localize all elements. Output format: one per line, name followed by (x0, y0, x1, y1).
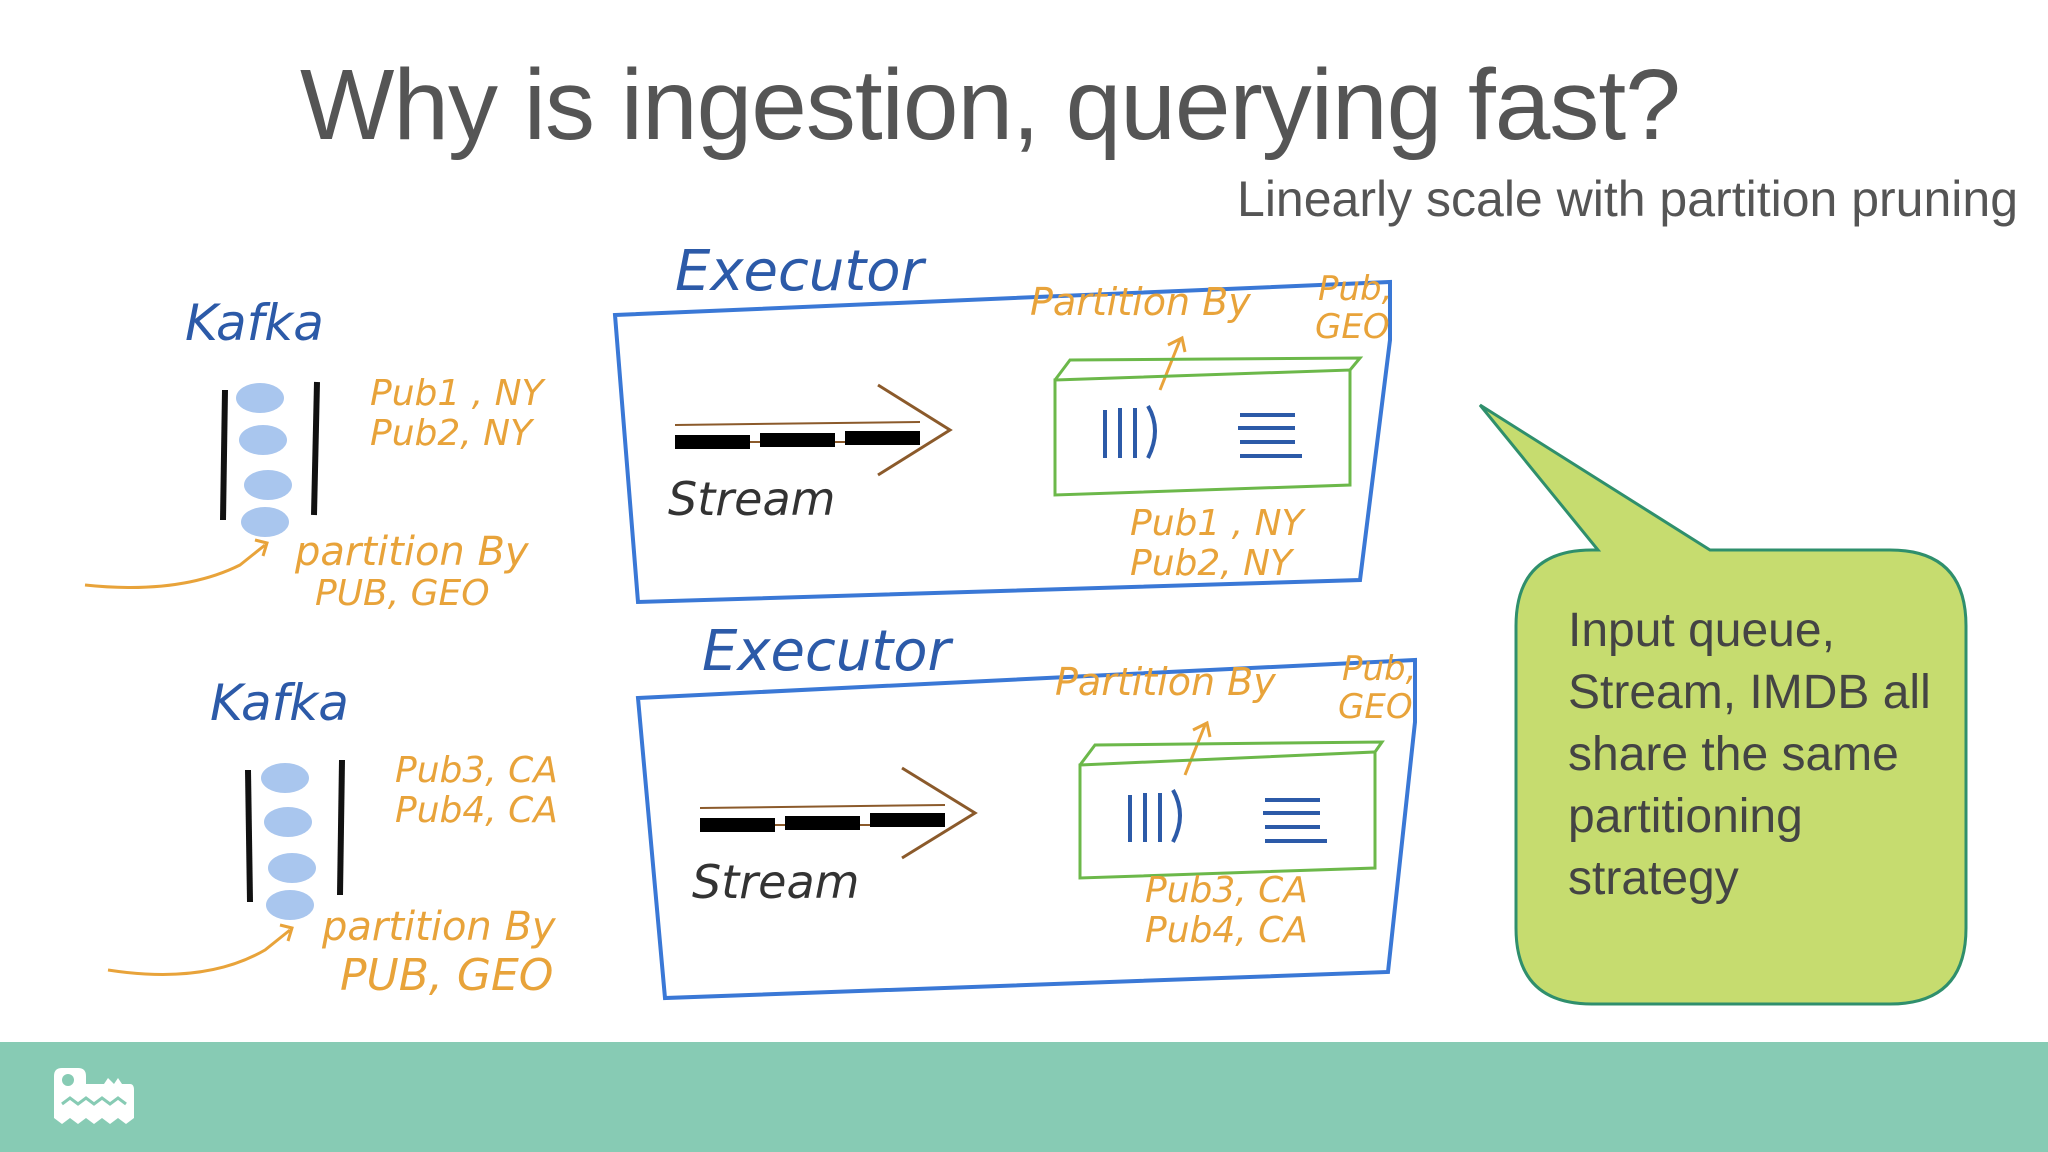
footer-bar (0, 1042, 2048, 1152)
bottom-ingest-arrow (107, 928, 291, 976)
top-executor-box (612, 279, 1392, 605)
top-imdb-line-1: Pub1 , NY (1130, 503, 1307, 544)
top-kafka-partition-keys: PUB, GEO (315, 573, 490, 614)
bottom-imdb-line-2: Pub4, CA (1145, 910, 1308, 951)
bottom-row: Kafka Pub3, CA Pub4, CA partition By PUB… (107, 619, 1417, 1001)
top-kafka-partition-2: Pub2, NY (370, 413, 535, 454)
bottom-imdb-partition-key-geo: GEO (1338, 687, 1413, 727)
top-executor-label: Executor (675, 239, 926, 304)
callout-text: Input queue, Stream, IMDB all share the … (1568, 604, 1931, 905)
top-kafka-label: Kafka (185, 294, 324, 352)
top-imdb-partition-key-geo: GEO (1315, 307, 1390, 347)
slide-subtitle: Linearly scale with partition pruning (1237, 171, 2018, 227)
bottom-stream-arrow (699, 766, 978, 860)
top-stream-label: Stream (668, 472, 835, 526)
top-imdb-box (1053, 356, 1364, 497)
architecture-sketch: Kafka Pub1 , NY Pub2, NY partition By PU… (84, 239, 1417, 1001)
bottom-imdb-partition-by: Partition By (1055, 660, 1276, 704)
bottom-stream-label: Stream (692, 855, 859, 909)
bottom-imdb-box (1078, 740, 1385, 880)
callout-shape (1478, 403, 1968, 1006)
crocodile-icon (54, 1068, 134, 1124)
bottom-executor-label: Executor (702, 619, 953, 684)
top-stream-arrow (674, 383, 953, 477)
top-row: Kafka Pub1 , NY Pub2, NY partition By PU… (84, 239, 1392, 614)
top-kafka-queue (220, 381, 320, 537)
bottom-kafka-queue (245, 759, 345, 920)
bottom-imdb-partition-key-pub: Pub, (1342, 649, 1416, 689)
callout-bubble (1478, 403, 1968, 1006)
top-kafka-partition-1: Pub1 , NY (370, 373, 547, 414)
bottom-kafka-partition-1: Pub3, CA (395, 750, 558, 791)
top-ingest-arrow (84, 543, 266, 589)
bottom-executor-box (635, 657, 1417, 1001)
bottom-kafka-label: Kafka (210, 674, 349, 732)
top-imdb-partition-key-pub: Pub, (1318, 269, 1392, 309)
top-imdb-partition-by: Partition By (1030, 280, 1251, 324)
bottom-kafka-partition-by: partition By (321, 904, 557, 950)
top-kafka-partition-by: partition By (294, 529, 530, 575)
bottom-imdb-line-1: Pub3, CA (1145, 870, 1308, 911)
top-imdb-line-2: Pub2, NY (1130, 543, 1295, 584)
bottom-kafka-partition-keys: PUB, GEO (340, 950, 553, 1001)
slide-title: Why is ingestion, querying fast? (300, 49, 1681, 161)
bottom-kafka-partition-2: Pub4, CA (395, 790, 558, 831)
